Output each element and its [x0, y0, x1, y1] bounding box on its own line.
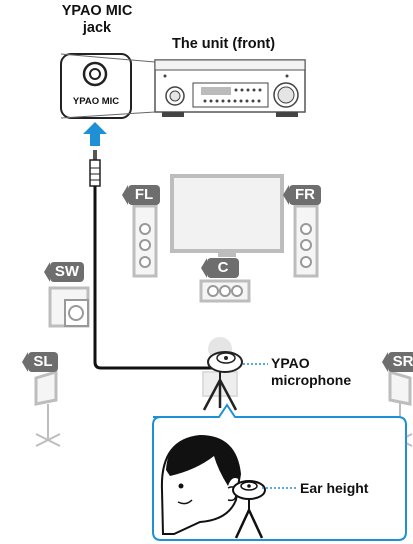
speaker-sl: [34, 369, 61, 447]
av-receiver: [154, 59, 306, 117]
jack-plate-text: YPAO MIC: [72, 96, 120, 107]
jack-label: YPAO MIC jack: [52, 3, 142, 37]
unit-label: The unit (front): [172, 36, 276, 52]
mic-label-line1: YPAO: [271, 355, 310, 371]
ypao-mic-jack-plate: [60, 53, 132, 119]
mic-label: YPAO microphone: [271, 355, 351, 389]
tag-sl: SL: [22, 352, 58, 372]
speaker-fr: [293, 204, 319, 278]
tag-fl: FL: [122, 185, 160, 205]
mic-plug: [89, 150, 101, 187]
tag-c: C: [201, 258, 239, 278]
tv-stand: [218, 251, 236, 257]
jack-label-line1: YPAO MIC: [61, 3, 133, 19]
tv-screen: [170, 174, 284, 253]
tag-sw: SW: [44, 262, 84, 282]
speaker-c: [199, 279, 251, 303]
mic-cable: [93, 186, 212, 370]
tag-fr: FR: [283, 185, 321, 205]
mic-label-line2: microphone: [271, 372, 352, 388]
tag-sr: SR: [382, 352, 413, 372]
callout-microphone: [232, 480, 266, 539]
listener-head: [160, 434, 242, 535]
ear-height-label: Ear height: [300, 480, 369, 496]
insertion-arrow: [83, 122, 107, 146]
ypao-microphone: [202, 351, 243, 411]
ear-height-callout: [152, 403, 407, 541]
speaker-fl: [132, 204, 158, 278]
jack-label-line2: jack: [82, 20, 112, 36]
speaker-sw: [48, 286, 90, 328]
